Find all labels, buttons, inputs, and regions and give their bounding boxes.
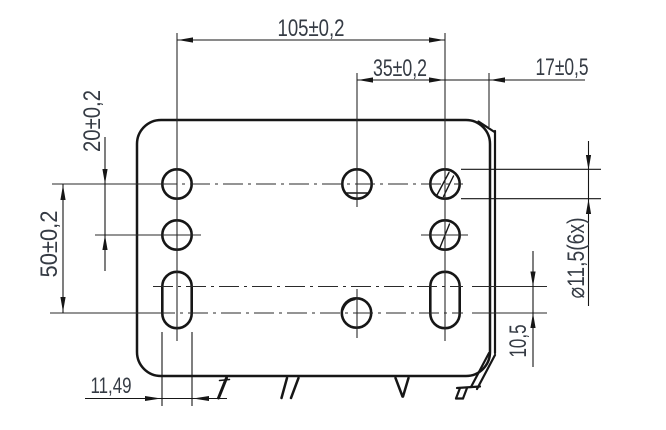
dimension-20 xyxy=(102,137,108,271)
pin-3b xyxy=(401,376,410,398)
pin-3a xyxy=(394,376,404,398)
hole-inner-details xyxy=(342,171,455,311)
dimension-11-49-label: 11,49 xyxy=(91,373,132,398)
dimension-10-5-label: 10,5 xyxy=(505,325,532,358)
holes xyxy=(161,168,461,330)
pin-2b xyxy=(289,376,300,400)
dimension-10-5 xyxy=(530,251,536,367)
dimension-105-label: 105±0,2 xyxy=(278,15,345,42)
dimension-105 xyxy=(177,37,445,43)
plate-outline xyxy=(135,118,492,378)
dimension-17-label: 17±0,5 xyxy=(536,54,589,81)
mounting-flange xyxy=(454,120,497,400)
dimension-35-17 xyxy=(357,77,585,83)
dimension-50-label: 50±0,2 xyxy=(36,211,63,278)
solder-pins xyxy=(217,376,410,400)
pin-2a xyxy=(280,376,289,400)
centerlines xyxy=(50,33,547,341)
dimension-50 xyxy=(60,184,66,313)
dimension-20-label: 20±0,2 xyxy=(79,90,106,152)
dimension-hole-diameter xyxy=(461,141,601,306)
dimension-11-49 xyxy=(85,332,227,406)
dimension-hole-diameter-label: ⌀11,5(6x) xyxy=(563,218,590,299)
pin-1 xyxy=(217,376,228,400)
pin-1-serif xyxy=(218,378,231,382)
dimension-35-label: 35±0,2 xyxy=(373,55,427,82)
